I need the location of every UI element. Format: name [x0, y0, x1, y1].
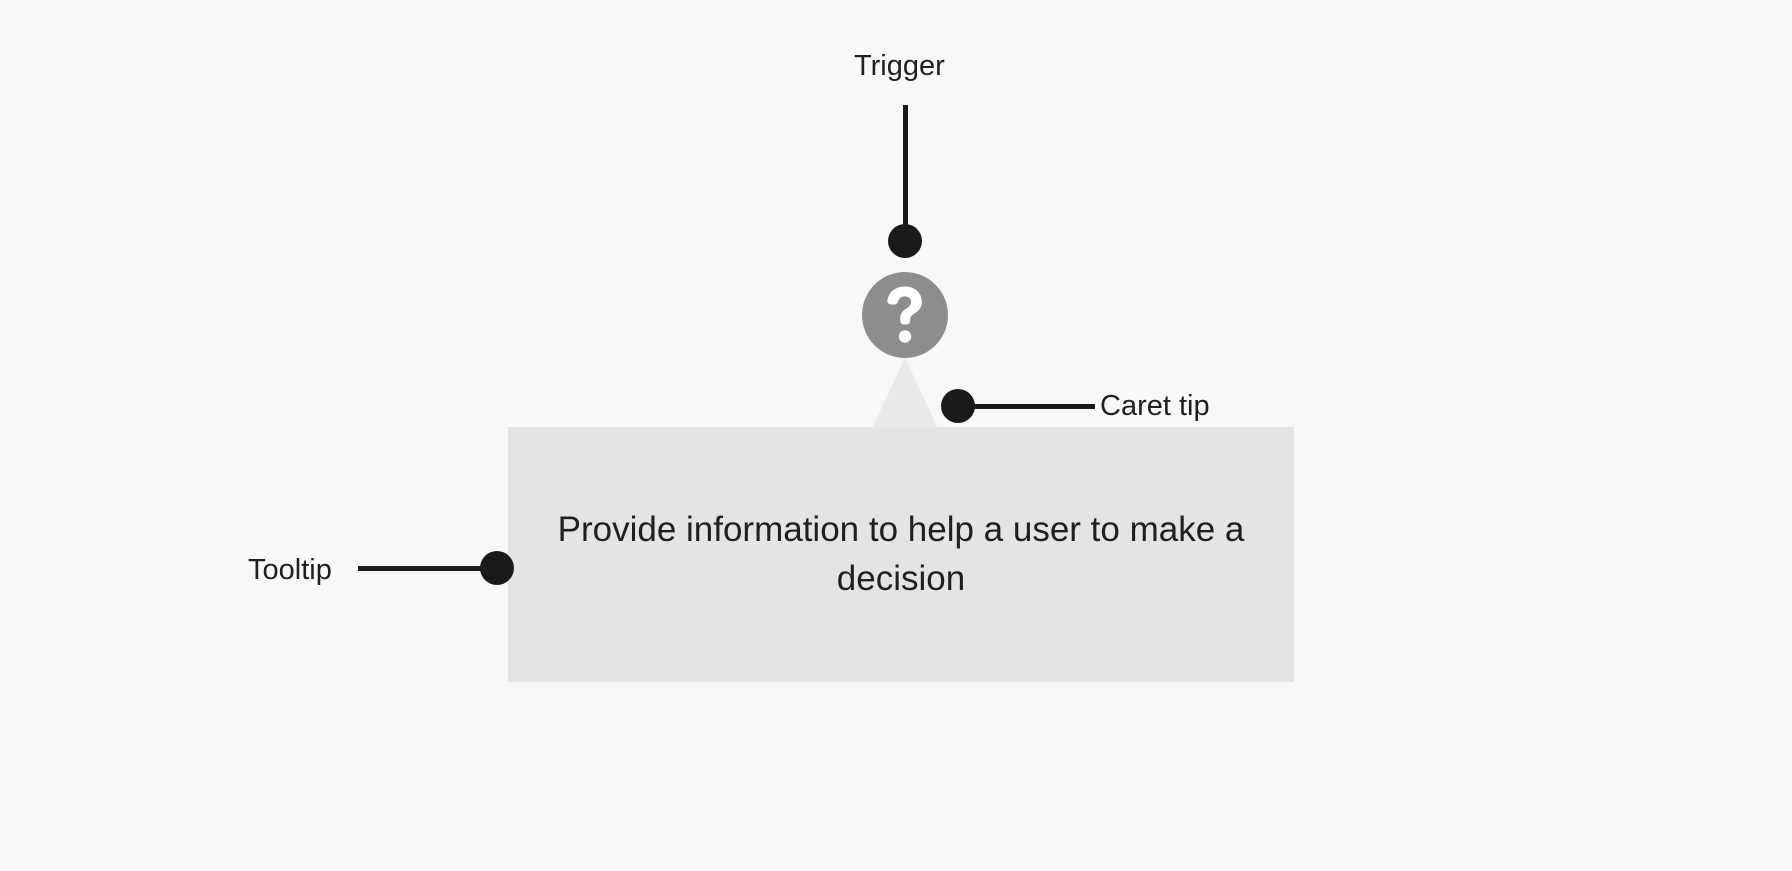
- annotation-leader-line-caret-tip: [973, 404, 1095, 409]
- annotation-dot-trigger: [888, 224, 922, 258]
- tooltip-message: Provide information to help a user to ma…: [557, 510, 1245, 598]
- annotation-label-trigger: Trigger: [854, 50, 945, 82]
- annotation-dot-caret-tip: [941, 389, 975, 423]
- tooltip-bubble: Provide information to help a user to ma…: [508, 427, 1294, 682]
- annotation-leader-line-trigger: [903, 105, 908, 241]
- annotation-label-tooltip: Tooltip: [248, 554, 332, 586]
- annotation-dot-tooltip: [480, 551, 514, 585]
- annotation-label-caret-tip: Caret tip: [1100, 390, 1210, 422]
- annotation-leader-line-tooltip: [358, 566, 482, 571]
- tooltip-caret: [872, 358, 938, 428]
- question-mark-circle-icon[interactable]: [862, 272, 948, 358]
